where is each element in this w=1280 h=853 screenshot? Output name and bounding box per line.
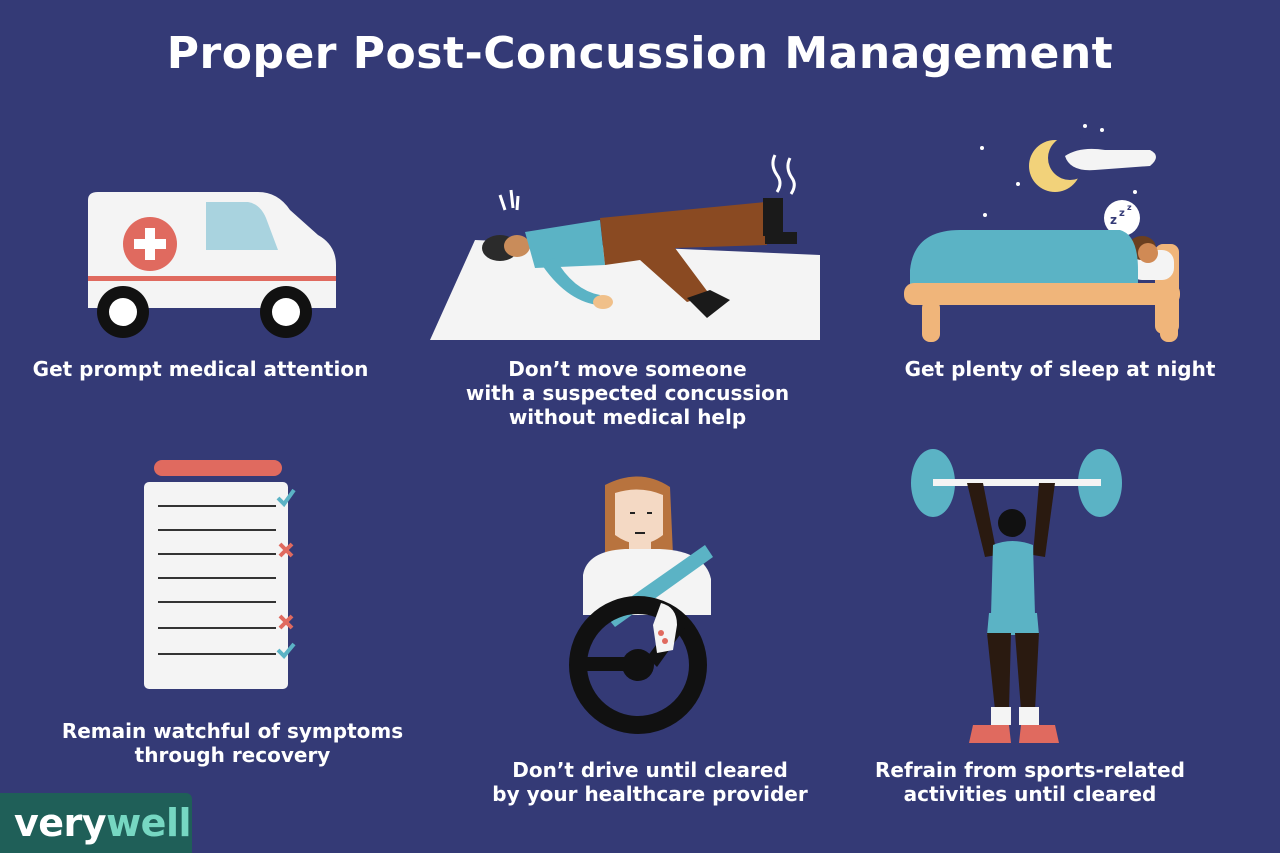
checklist-icon [144, 460, 296, 689]
caption-line: Get plenty of sleep at night [904, 357, 1216, 381]
weightlifter-icon [911, 449, 1122, 743]
caption-dont-drive: Don’t drive until cleared by your health… [475, 758, 825, 806]
svg-text:z: z [1110, 213, 1117, 227]
logo-text-very: very [14, 801, 107, 845]
caption-line: Refrain from sports-related [875, 758, 1185, 782]
sleeping-person-icon: z z z [904, 124, 1180, 342]
logo-text-well: well [106, 801, 191, 845]
svg-text:z: z [1119, 208, 1125, 219]
lying-person-icon [430, 154, 820, 340]
caption-line: Don’t drive until cleared [512, 758, 788, 782]
verywell-logo[interactable]: verywell [0, 793, 192, 853]
caption-line: by your healthcare provider [492, 782, 808, 806]
caption-medical-attention: Get prompt medical attention [18, 357, 383, 381]
caption-line: Remain watchful of symptoms [61, 719, 404, 743]
caption-sleep: Get plenty of sleep at night [885, 357, 1235, 381]
svg-text:z: z [1127, 203, 1132, 212]
caption-line: through recovery [134, 743, 331, 767]
caption-line: Don’t move someone [508, 357, 747, 381]
caption-no-sports: Refrain from sports-related activities u… [855, 758, 1205, 806]
driver-icon [569, 476, 713, 734]
caption-watch-symptoms: Remain watchful of symptoms through reco… [45, 719, 420, 767]
page-title: Proper Post-Concussion Management [166, 28, 1114, 79]
caption-line: activities until cleared [903, 782, 1157, 806]
caption-line: without medical help [508, 405, 747, 429]
ambulance-icon [88, 192, 336, 338]
caption-line: Get prompt medical attention [32, 357, 369, 381]
caption-dont-move: Don’t move someone with a suspected conc… [450, 357, 805, 429]
caption-line: with a suspected concussion [465, 381, 790, 405]
